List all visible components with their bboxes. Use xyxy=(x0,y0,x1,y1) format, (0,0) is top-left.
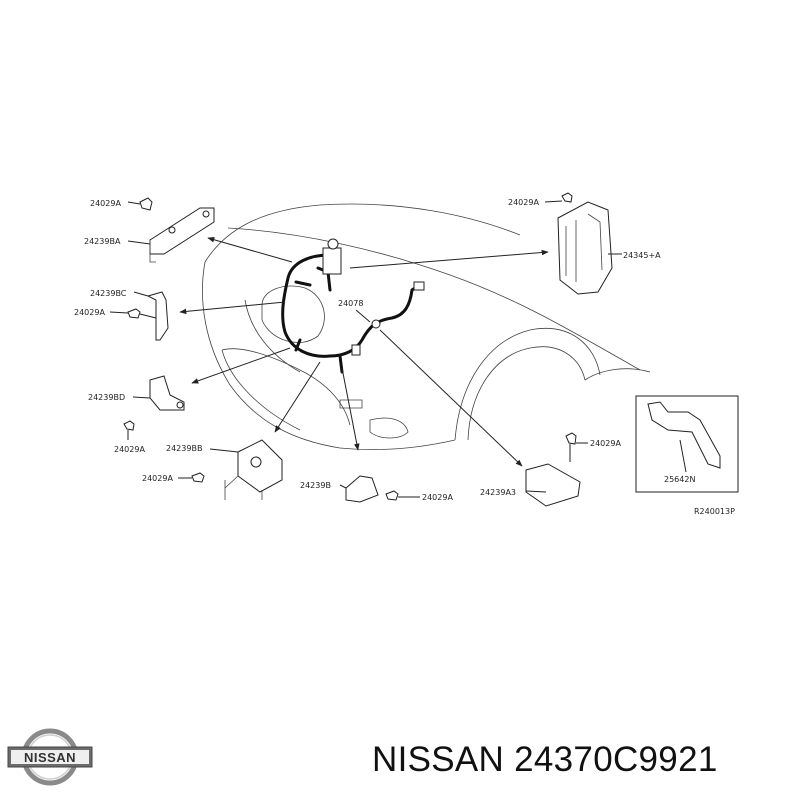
label-24029a-6: 24029A xyxy=(508,198,539,207)
label-24078: 24078 xyxy=(338,299,363,308)
label-24029a-7: 24029A xyxy=(590,439,621,448)
car-body-outline xyxy=(202,203,651,450)
bracket-24239bc xyxy=(109,291,169,341)
bracket-24239a3 xyxy=(525,432,588,507)
label-24239bb: 24239BB xyxy=(166,444,202,453)
label-24239b: 24239B xyxy=(300,481,331,490)
bracket-24239ba xyxy=(127,197,215,263)
label-24029a-4: 24029A xyxy=(142,474,173,483)
bracket-24239bb xyxy=(178,439,283,500)
part-labels: 24029A 24239BA 24239BC 24029A 24239BD 24… xyxy=(74,198,735,516)
label-24239bc: 24239BC xyxy=(90,289,127,298)
nissan-logo: NISSAN xyxy=(6,727,94,787)
logo-text: NISSAN xyxy=(24,750,76,765)
label-24239bd: 24239BD xyxy=(88,393,125,402)
label-24239ba: 24239BA xyxy=(84,237,121,246)
relay-box-24345a xyxy=(544,192,622,295)
label-24345a: 24345+A xyxy=(623,251,661,260)
leader-arrows xyxy=(179,237,549,467)
bracket-24239b xyxy=(339,475,420,503)
label-24029a-3: 24029A xyxy=(114,445,145,454)
reference-code: R240013P xyxy=(694,507,735,516)
bracket-24239bd xyxy=(123,375,185,440)
wiring-harness xyxy=(281,238,425,374)
inset-25642n xyxy=(635,395,739,493)
label-24029a-2: 24029A xyxy=(74,308,105,317)
label-24029a-5: 24029A xyxy=(422,493,453,502)
part-number-caption: NISSAN 24370C9921 xyxy=(372,740,718,779)
label-24029a-1: 24029A xyxy=(90,199,121,208)
label-24239a3: 24239A3 xyxy=(480,488,516,497)
label-25642n: 25642N xyxy=(664,475,695,484)
